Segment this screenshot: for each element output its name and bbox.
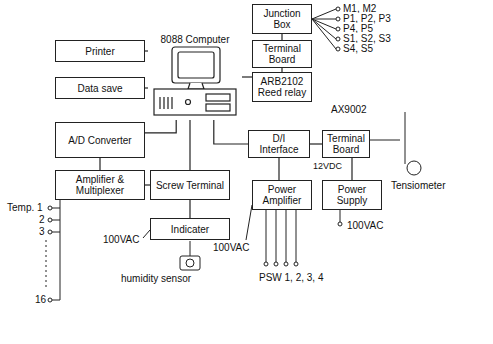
floppy-drive — [206, 94, 230, 101]
terminal-dot — [48, 230, 52, 234]
channel-label: 2 — [38, 214, 46, 225]
power-supply-box: Power Supply — [322, 180, 382, 210]
ad-converter-box: A/D Converter — [55, 122, 145, 158]
terminal-dot — [48, 218, 52, 222]
terminal-dot — [48, 298, 52, 302]
node-label: Printer — [85, 46, 114, 57]
terminal-dot — [336, 37, 340, 41]
terminal-dot — [274, 262, 278, 266]
node-label: Power Amplifier — [256, 184, 308, 206]
switch-label: PSW 1, 2, 3, 4 — [258, 272, 324, 283]
humidity-sensor-icon — [180, 256, 200, 270]
power-button — [186, 100, 191, 105]
indicator-box: Indicater — [150, 218, 230, 240]
node-label: Amplifier & Multiplexer — [59, 174, 141, 196]
monitor-stand — [188, 83, 204, 89]
node-label: Indicater — [171, 224, 209, 235]
node-label: 8088 Computer — [161, 34, 230, 45]
output-wire — [266, 210, 296, 262]
sensor-name: humidity sensor — [120, 273, 192, 284]
power-wire — [340, 208, 341, 222]
channel-label: Temp. 1 — [6, 202, 44, 213]
system-unit — [154, 89, 236, 115]
connector-line — [351, 158, 352, 180]
channel-label: 3 — [38, 226, 46, 237]
input-bus — [52, 200, 60, 300]
node-label: D/I Interface — [252, 133, 306, 155]
node-label: Terminal Board — [326, 133, 366, 155]
connector-line — [145, 50, 148, 51]
node-label: A/D Converter — [68, 135, 131, 146]
node-label: Junction Box — [256, 8, 308, 30]
terminal-dot — [284, 262, 288, 266]
power-amplifier-box: Power Amplifier — [252, 180, 312, 210]
connector-line — [99, 158, 100, 170]
channel-label: 16 — [34, 294, 47, 305]
terminal-dot — [336, 27, 340, 31]
terminal-dot — [336, 47, 340, 51]
screw-terminal-box: Screw Terminal — [150, 170, 230, 200]
reed-relay-box: ARB2102 Reed relay — [252, 72, 312, 102]
terminal-board: Terminal Board — [322, 130, 370, 158]
terminal-board: Terminal Board — [252, 40, 312, 68]
connector-line — [189, 120, 190, 170]
sensor-wire — [190, 241, 191, 256]
power-wire — [143, 230, 150, 238]
amplifier-box: Amplifier & Multiplexer — [55, 170, 145, 200]
humidity-sensor-face — [186, 259, 194, 267]
monitor-screen — [178, 52, 214, 78]
connector-line — [189, 200, 190, 218]
data-save-box: Data save — [55, 77, 145, 99]
connector-line — [242, 76, 252, 77]
terminal-dot — [294, 262, 298, 266]
node-label: ARB2102 Reed relay — [256, 76, 308, 98]
computer: 8088 Computer — [148, 34, 242, 120]
connector-line — [310, 143, 322, 144]
floppy-drive — [206, 104, 230, 111]
connector-line — [145, 87, 148, 88]
monitor — [172, 47, 220, 83]
power-wire — [246, 205, 252, 240]
voltage-label: 100VAC — [102, 234, 141, 245]
computer-icon — [148, 45, 242, 117]
sensor-wire — [370, 140, 400, 141]
voltage-label: 100VAC — [346, 220, 385, 231]
terminal-dot — [338, 222, 342, 226]
terminal-dot — [336, 7, 340, 11]
printer-box: Printer — [55, 40, 145, 62]
continuation-dots — [46, 240, 47, 288]
node-label: Screw Terminal — [156, 180, 224, 191]
connector-line — [145, 120, 176, 133]
signal-name: S4, S5 — [342, 43, 374, 54]
voltage-label: 100VAC — [212, 242, 251, 253]
node-label: Data save — [77, 83, 122, 94]
terminal-dot — [48, 206, 52, 210]
terminal-dot — [336, 17, 340, 21]
node-label: Terminal Board — [256, 43, 308, 65]
sensor-name: Tensiometer — [390, 180, 446, 191]
tensiometer-gauge — [407, 161, 421, 175]
junction-box: Junction Box — [252, 4, 312, 34]
terminal-dot — [264, 262, 268, 266]
drive-slots — [160, 97, 172, 109]
board-name: AX9002 — [330, 104, 368, 115]
signal-wire — [312, 9, 336, 49]
tensiometer-tube — [405, 112, 406, 164]
voltage-label: 12VDC — [312, 162, 343, 172]
di-interface-box: D/I Interface — [248, 130, 310, 158]
node-label: Power Supply — [326, 184, 378, 206]
connector-line — [214, 120, 248, 144]
